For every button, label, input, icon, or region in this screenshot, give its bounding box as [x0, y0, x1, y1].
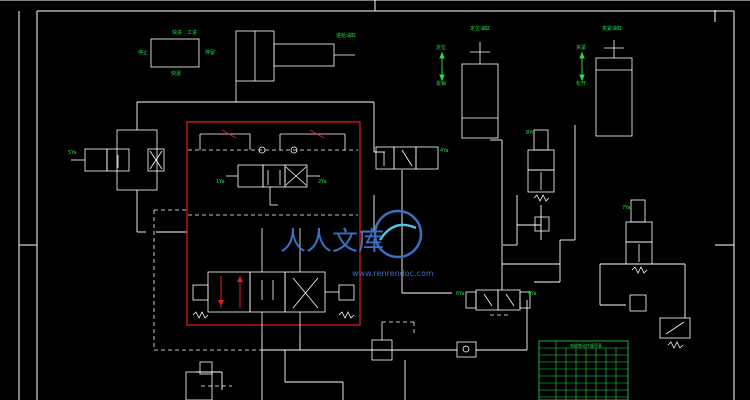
label-release: 松开 [576, 80, 586, 87]
label-locate: 定位 [436, 44, 446, 51]
sequence-table [538, 340, 629, 400]
label-sol-6ya: 6Ya [456, 291, 465, 297]
label-clamp: 夹紧 [576, 44, 586, 51]
label-sol-1ya: 1Ya [216, 179, 225, 185]
clamp-cylinder [595, 40, 633, 137]
label-feed-cylinder: 进给油缸 [336, 32, 356, 39]
label-sol-2ya: 2Ya [318, 179, 327, 185]
label-pull-pin: 拔销 [436, 80, 446, 87]
label-clamp-cylinder: 夹紧油缸 [602, 25, 622, 32]
check-valves [185, 322, 477, 400]
label-stop: 停止 [138, 49, 148, 56]
label-fast-return: 快退 [171, 70, 181, 77]
valve-5ya [71, 129, 165, 191]
watermark-logo-icon [373, 209, 423, 259]
watermark-text: 人人文库 [280, 227, 384, 257]
label-hold: 停留 [205, 49, 215, 56]
locate-direction-arrow [439, 51, 445, 82]
label-sol-5ya: 5Ya [68, 150, 77, 156]
locate-cylinder [461, 42, 499, 139]
label-work-feed: 工进 [187, 29, 197, 36]
directional-valve-assembly [186, 121, 361, 334]
valve-6ya [465, 289, 531, 311]
valve-8ya [527, 129, 555, 232]
label-locate-cylinder: 定位油缸 [470, 25, 490, 32]
watermark-url: www.renrendoc.com [352, 269, 434, 278]
feed-cylinder [235, 30, 355, 102]
process-cycle-box [150, 38, 200, 68]
pressure-switch [659, 317, 691, 349]
sequence-table-title: 电磁铁动作顺序表 [570, 342, 602, 348]
hydraulic-lines [136, 101, 686, 400]
label-sol-7ya: 7Ya [622, 205, 631, 211]
label-sol-8ya: 8Ya [526, 130, 535, 136]
clamp-direction-arrow [579, 51, 585, 82]
label-sol-4ya: 4Ya [440, 148, 449, 154]
valve-4ya [375, 146, 439, 170]
label-fast-advance: 快进 [172, 29, 182, 36]
pilot-lines [153, 149, 510, 387]
label-sol-9ya: 9Ya [528, 291, 537, 297]
valve-7ya [625, 199, 653, 312]
